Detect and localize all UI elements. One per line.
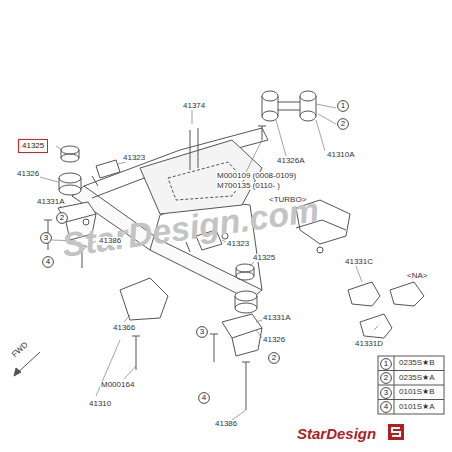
part-label: 0101S★B (398, 388, 435, 396)
highlight-box: 41325 (18, 139, 48, 153)
part-number: 41325 (22, 142, 44, 150)
callout-number: 3 (200, 328, 204, 336)
part-label: 41331C (344, 258, 374, 266)
callout-number: 2 (341, 120, 345, 128)
callout-number: 2 (272, 354, 276, 362)
logo-text: StarDesign (296, 426, 377, 441)
part-label: FWD (10, 340, 30, 359)
part-label: <NA> (406, 272, 428, 280)
callout-circle: 2 (380, 372, 392, 384)
callout-number: 3 (384, 389, 388, 397)
part-label: M000109 (0008-0109) (216, 172, 297, 180)
part-label: 0235S★B (398, 359, 435, 367)
part-label: 41323 (226, 240, 250, 248)
part-label: <TURBO> (268, 196, 307, 204)
part-label: M700135 (0110- ) (216, 182, 281, 190)
logo-mark (388, 424, 404, 440)
callout-circle: 4 (42, 256, 54, 268)
part-label: 41366 (112, 324, 136, 332)
callout-circle: 2 (337, 118, 349, 130)
callout-circle: 1 (380, 358, 392, 370)
part-label: 41310 (88, 400, 112, 408)
part-label: 41331A (262, 314, 292, 322)
part-label: M000164 (100, 381, 135, 389)
callout-circle: 1 (337, 100, 349, 112)
part-label: 0101S★A (398, 403, 435, 411)
callout-number: 1 (341, 102, 345, 110)
part-label: 41310A (326, 151, 356, 159)
part-label: 41386 (214, 420, 238, 428)
callout-number: 2 (384, 374, 388, 382)
part-label: 41326 (262, 336, 286, 344)
callout-number: 4 (46, 258, 50, 266)
part-label: 41326A (276, 157, 306, 165)
callout-circle: 4 (380, 401, 392, 413)
callout-circle: 3 (380, 387, 392, 399)
part-label: 41325 (252, 254, 276, 262)
callout-number: 4 (202, 394, 206, 402)
callout-circle: 3 (40, 232, 52, 244)
part-label: 41326 (16, 170, 40, 178)
callout-circle: 2 (268, 352, 280, 364)
part-label: 41386 (98, 237, 122, 245)
callout-circle: 4 (198, 392, 210, 404)
part-label: 41331D (354, 340, 384, 348)
callout-number: 1 (384, 360, 388, 368)
part-label: 41374 (182, 102, 206, 110)
part-label: 41323 (122, 154, 146, 162)
callout-circle: 2 (56, 212, 68, 224)
callout-number: 2 (60, 214, 64, 222)
callout-number: 3 (44, 234, 48, 242)
callout-number: 4 (384, 403, 388, 411)
callout-circle: 3 (196, 326, 208, 338)
part-label: 0235S★A (398, 374, 435, 382)
part-label: 41331A (36, 198, 66, 206)
